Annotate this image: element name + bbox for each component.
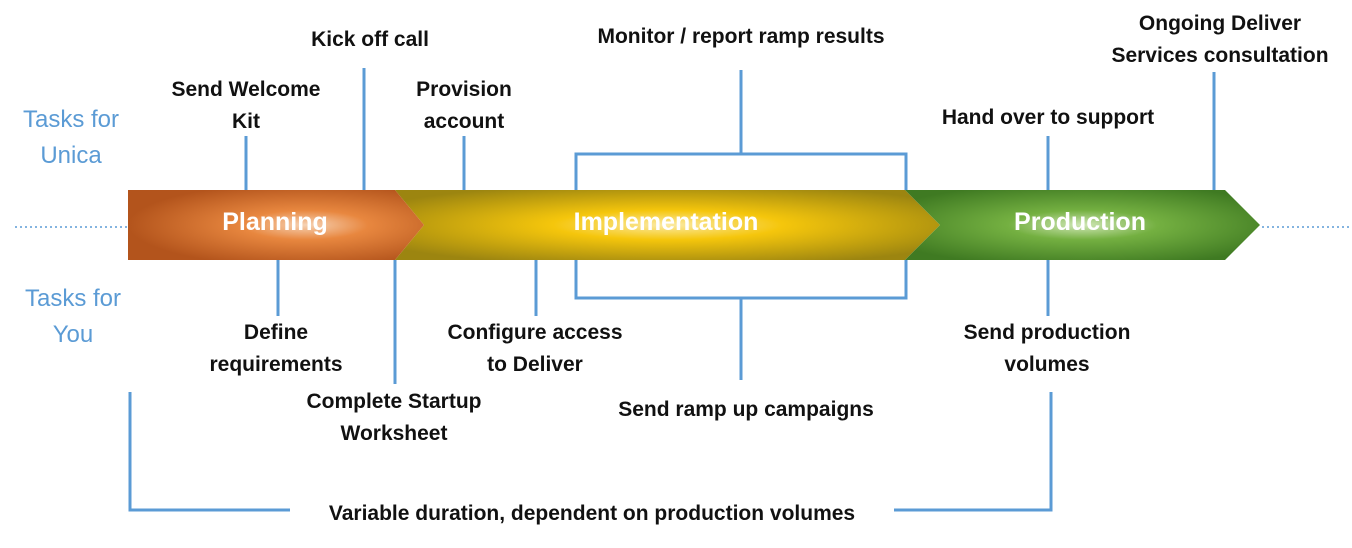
phase-planning-label: Planning [222,208,328,236]
side-label-unica: Tasks for Unica [22,106,120,169]
phase-implementation-label: Implementation [573,208,759,236]
task-hand-over: Hand over to support [941,106,1155,129]
task-define-requirements: Define requirements [209,321,343,376]
phase-production-label: Production [1014,208,1146,236]
task-configure-access: Configure access to Deliver [447,321,623,376]
task-kick-off-call: Kick off call [311,28,429,51]
task-ongoing-consultation: Ongoing Deliver Services consultation [1111,12,1329,67]
connectors-you [128,260,1053,512]
duration-note: Variable duration, dependent on producti… [328,502,856,525]
phase-planning-arrow [128,190,424,260]
task-send-production-volumes: Send production volumes [963,321,1131,376]
side-label-you: Tasks for You [24,285,122,348]
phase-implementation-arrow [395,190,940,260]
phase-production-arrow [905,190,1260,260]
connectors-unica [244,68,1216,190]
task-provision-account: Provision account [416,78,512,133]
task-send-welcome-kit: Send Welcome Kit [171,78,321,133]
task-complete-worksheet: Complete Startup Worksheet [306,390,482,445]
task-monitor-report: Monitor / report ramp results [597,25,885,48]
task-send-ramp-up: Send ramp up campaigns [618,398,874,421]
